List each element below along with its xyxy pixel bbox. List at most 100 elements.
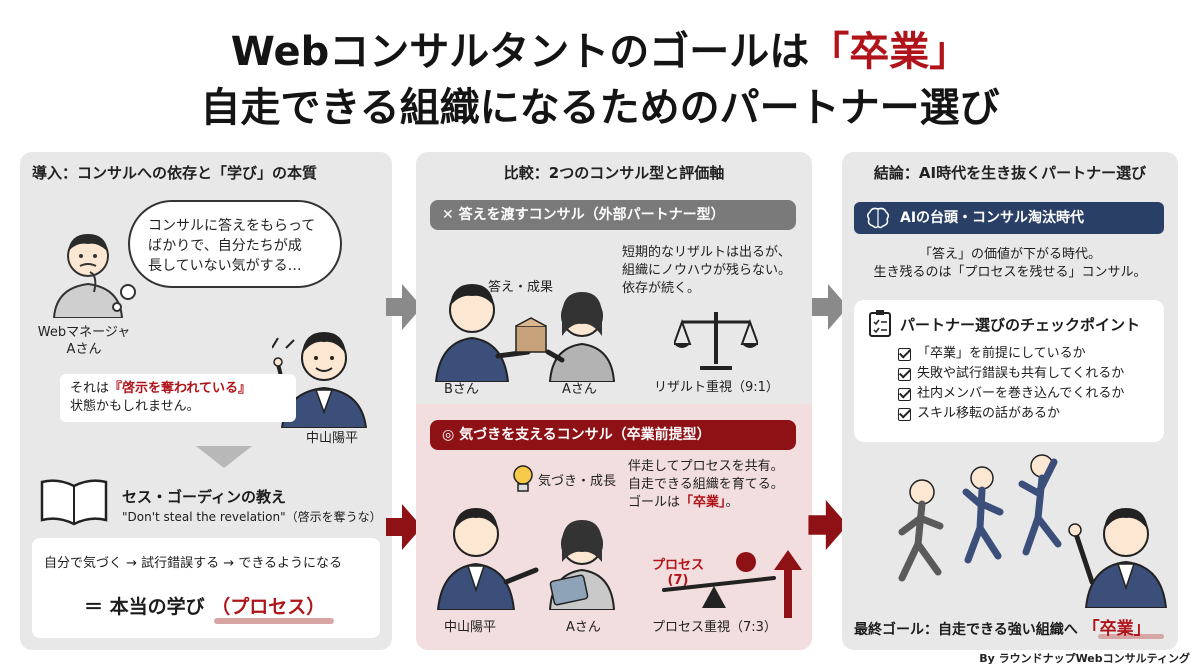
answer-desc-1: 短期的なリザルトは出るが、 — [622, 245, 791, 260]
insight-desc-1: 伴走してプロセスを共有。 — [628, 459, 784, 474]
checklist-title: パートナー選びのチェックポイント — [900, 316, 1141, 334]
seth-title: セス・ゴーディンの教え — [122, 488, 286, 506]
intro-panel: 導入：コンサルへの依存と「学び」の本質 Webマネージャ Aさん コンサルに答え… — [20, 152, 392, 650]
quote-emphasis: 『啓示を奪われている』 — [109, 381, 251, 396]
chevron-right-icon-2 — [812, 284, 848, 330]
conclusion-panel: 結論：AI時代を生き抜くパートナー選び AIの台頭・コンサル淘汰時代 「答え」の… — [842, 152, 1178, 650]
final-goal: 最終ゴール：自走できる強い組織へ 「卒業」 — [854, 614, 1151, 639]
bubble-dot-small — [112, 302, 122, 312]
process-label: プロセス — [652, 558, 705, 573]
ai-desc-2: 生き残るのは「プロセスを残せる」コンサル。 — [873, 265, 1147, 280]
worried-person-icon — [52, 234, 124, 318]
person-a-caption-top: Aさん — [562, 382, 597, 397]
process-ratio-label: プロセス重視（7:3） — [652, 620, 777, 635]
checkbox-icon — [898, 387, 911, 401]
answer-consult-pill: ✕ 答えを渡すコンサル（外部パートナー型） — [430, 200, 796, 230]
title-line-1-text: Webコンサルタントのゴールは — [230, 29, 810, 75]
insight-desc-graduation: 「卒業」 — [680, 495, 726, 510]
cross-icon: ✕ — [442, 207, 454, 223]
insight-desc-2: 自走できる組織を育てる。 — [628, 477, 784, 492]
scale-icon — [674, 312, 758, 370]
title-line-1: Webコンサルタントのゴールは「卒業」 — [0, 24, 1200, 80]
page-title: Webコンサルタントのゴールは「卒業」 自走できる組織になるためのパートナー選び — [0, 24, 1200, 136]
checklist-icon — [869, 310, 891, 337]
comparison-panel: 比較：2つのコンサル型と評価軸 ✕ 答えを渡すコンサル（外部パートナー型） 答え… — [416, 152, 812, 650]
checklist: 「卒業」を前提にしているか 失敗や試行錯誤も共有してくれるか 社内メンバーを巻き… — [898, 344, 1124, 424]
checklist-item-text: スキル移転の話があるか — [917, 406, 1061, 421]
title-line-2: 自走できる組織になるためのパートナー選び — [200, 85, 1000, 131]
learning-steps: 自分で気づく → 試行錯誤する → できるようになる — [44, 556, 343, 571]
handover-scene-icon — [434, 284, 616, 382]
insight-consult-label: 気づきを支えるコンサル（卒業前提型） — [459, 427, 711, 443]
learning-box: 自分で気づく → 試行錯誤する → できるようになる ＝ 本当の学び （プロセス… — [32, 538, 380, 638]
goal-highlight — [1098, 634, 1164, 639]
down-arrow-icon — [196, 446, 252, 468]
title-accent: 「卒業」 — [809, 29, 970, 75]
insight-desc-3: ゴールは — [628, 495, 681, 510]
comparison-heading: 比較：2つのコンサル型と評価軸 — [503, 164, 725, 182]
manager-name: Aさん — [66, 342, 102, 357]
checkbox-icon — [898, 407, 911, 421]
chevron-right-red-icon-2 — [808, 500, 848, 550]
conclusion-heading: 結論：AI時代を生き抜くパートナー選び — [873, 164, 1147, 182]
thought-bubble: コンサルに答えをもらって ばかりで、自分たちが成 長していない気がする… — [128, 200, 342, 288]
intro-heading: 導入：コンサルへの依存と「学び」の本質 — [32, 164, 318, 182]
quote-prefix: それは — [70, 381, 110, 396]
seth-quote: "Don't steal the revelation"（啓示を奪うな） — [122, 510, 382, 524]
insight-consult-pill: ◎ 気づきを支えるコンサル（卒業前提型） — [430, 420, 796, 450]
checkbox-icon — [898, 367, 911, 381]
final-goal-text: 最終ゴール：自走できる強い組織へ — [854, 622, 1078, 638]
ai-era-text: AIの台頭・コンサル淘汰時代 — [900, 210, 1085, 226]
checklist-card: パートナー選びのチェックポイント 「卒業」を前提にしているか 失敗や試行錯誤も共… — [854, 300, 1164, 442]
final-goal-emphasis: 「卒業」 — [1082, 619, 1151, 639]
answer-box-label: 答え・成果 — [488, 280, 554, 295]
checklist-item: 社内メンバーを巻き込んでくれるか — [898, 384, 1124, 404]
ai-era-banner: AIの台頭・コンサル淘汰時代 — [854, 202, 1164, 234]
coaching-scene-icon — [436, 508, 616, 610]
process-value: (7) — [667, 573, 689, 588]
quote-box: それは『啓示を奪われている』 状態かもしれません。 — [60, 374, 296, 422]
person-b-caption: Bさん — [444, 382, 479, 397]
answer-consult-description: 短期的なリザルトは出るが、 組織にノウハウが残らない。 依存が続く。 — [622, 244, 791, 298]
checkbox-icon — [898, 347, 911, 361]
answer-consult-label: 答えを渡すコンサル（外部パートナー型） — [458, 207, 725, 223]
checklist-item: 失敗や試行錯誤も共有してくれるか — [898, 364, 1124, 384]
checklist-item-text: 社内メンバーを巻き込んでくれるか — [917, 386, 1125, 401]
learning-result-emphasis: （プロセス） — [211, 596, 326, 618]
target-icon: ◎ — [442, 427, 455, 443]
book-icon — [40, 479, 108, 526]
consultant-caption-bottom: 中山陽平 — [444, 620, 497, 635]
bubble-text-3: 長していない気がする… — [148, 258, 302, 274]
manager-caption: Webマネージャ Aさん — [24, 324, 144, 358]
checklist-item: 「卒業」を前提にしているか — [898, 344, 1124, 364]
bubble-text-2: ばかりで、自分たちが成 — [148, 238, 302, 254]
seesaw-icon — [662, 550, 802, 618]
ai-era-description: 「答え」の価値が下がる時代。 生き残るのは「プロセスを残せる」コンサル。 — [842, 246, 1178, 282]
bubble-dot-large — [120, 284, 136, 300]
insight-consult-description: 伴走してプロセスを共有。 自走できる組織を育てる。 ゴールは「卒業」。 — [628, 458, 784, 512]
checklist-item: スキル移転の話があるか — [898, 404, 1124, 424]
chevron-right-icon — [386, 284, 422, 330]
chevron-right-red-icon — [386, 504, 422, 550]
quote-suffix: 状態かもしれません。 — [70, 399, 200, 414]
learning-highlight — [214, 618, 334, 624]
brain-icon — [866, 207, 890, 229]
lightbulb-icon — [513, 465, 533, 492]
running-team-icon — [898, 454, 1168, 608]
learning-result: ＝ 本当の学び （プロセス） — [84, 592, 325, 619]
learning-result-text: ＝ 本当の学び — [84, 596, 205, 618]
person-a-caption-bottom: Aさん — [566, 620, 601, 635]
result-ratio-label: リザルト重視（9:1） — [654, 380, 779, 395]
checklist-item-text: 「卒業」を前提にしているか — [917, 346, 1086, 361]
insight-growth-label: 気づき・成長 — [538, 474, 617, 489]
process-weight-label: プロセス (7) — [652, 554, 704, 588]
footer-credit: By ラウンドナップWebコンサルティング — [979, 652, 1190, 665]
insight-desc-period: 。 — [725, 495, 739, 510]
ai-desc-1: 「答え」の価値が下がる時代。 — [918, 247, 1101, 262]
answer-desc-2: 組織にノウハウが残らない。 — [622, 263, 792, 278]
manager-role: Webマネージャ — [37, 325, 131, 340]
consultant-caption: 中山陽平 — [305, 431, 358, 446]
answer-desc-3: 依存が続く。 — [622, 281, 701, 296]
checklist-item-text: 失敗や試行錯誤も共有してくれるか — [917, 366, 1125, 381]
bubble-text-1: コンサルに答えをもらって — [148, 218, 316, 234]
